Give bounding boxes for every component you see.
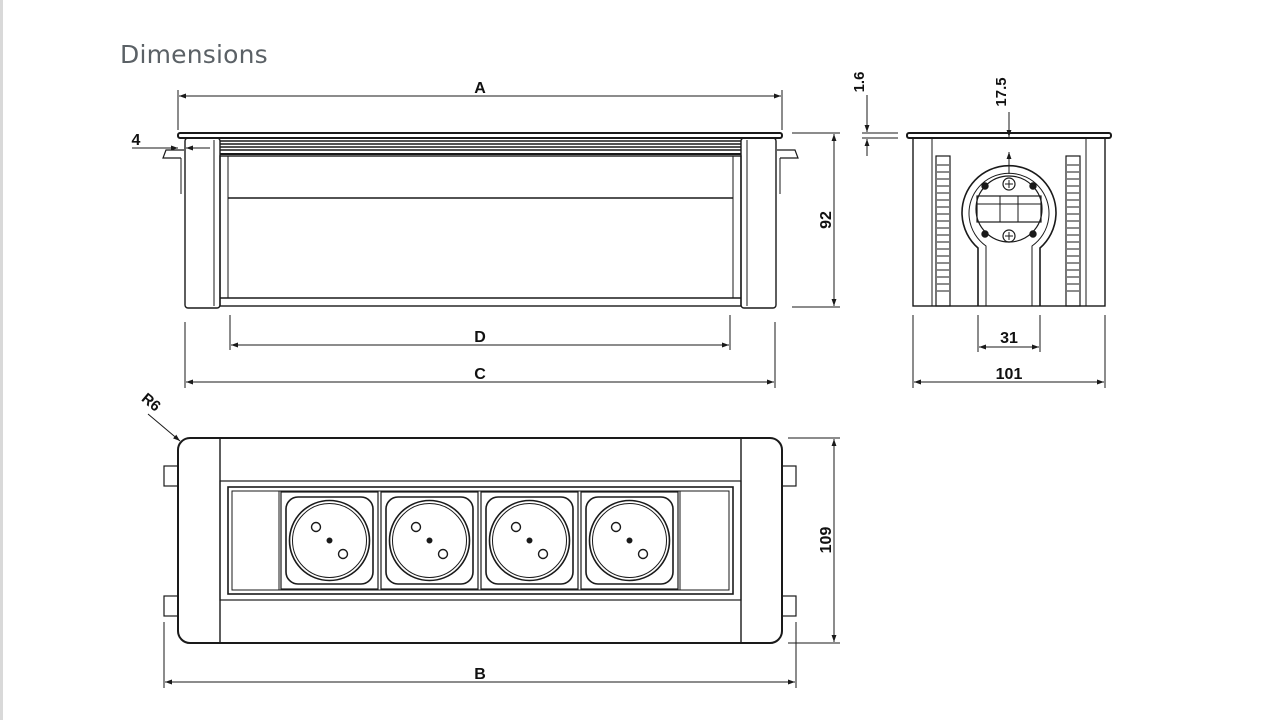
top-view: [163, 437, 797, 644]
socket-module-3: [480, 491, 579, 590]
dim-plate-thickness-label: 1.6: [851, 72, 868, 93]
dim-flange-label: 4: [132, 132, 141, 149]
dim-side-width-label: 101: [996, 366, 1023, 383]
dim-side-inner: [977, 315, 1041, 352]
socket-module-4: [580, 491, 679, 590]
dim-a-label: A: [474, 80, 486, 97]
dim-b-label: B: [474, 666, 486, 683]
side-view: [906, 132, 1112, 307]
top-outline: [177, 437, 783, 644]
front-body: [219, 155, 742, 307]
side-right-ribs: [1067, 164, 1079, 292]
dim-side-width: [912, 315, 1106, 388]
dim-d-label: D: [474, 329, 486, 346]
dim-c: [184, 322, 776, 388]
dim-corner-radius-label: R6: [138, 390, 164, 415]
dim-b: [163, 622, 797, 688]
front-view: [162, 132, 799, 309]
dim-top-width-label: 109: [818, 527, 835, 554]
side-body: [912, 137, 1106, 307]
dim-corner-radius: [147, 413, 181, 442]
socket-module-1: [280, 491, 379, 590]
dim-height: [792, 132, 840, 308]
dim-side-inner-label: 31: [1000, 330, 1018, 347]
front-top-plate: [177, 132, 783, 139]
dim-top-width: [788, 437, 840, 644]
dim-top-offset-label: 17.5: [993, 77, 1010, 106]
dim-height-label: 92: [818, 211, 835, 229]
front-right-cap: [740, 137, 777, 309]
dim-a: [177, 90, 783, 130]
left-border: [0, 0, 3, 720]
front-left-cap: [184, 137, 221, 309]
socket-module-2: [380, 491, 479, 590]
page-title: Dimensions: [120, 40, 268, 69]
dim-c-label: C: [474, 366, 486, 383]
dim-plate-thickness: [862, 95, 898, 156]
side-left-ribs: [937, 164, 949, 292]
dim-d: [229, 315, 731, 350]
